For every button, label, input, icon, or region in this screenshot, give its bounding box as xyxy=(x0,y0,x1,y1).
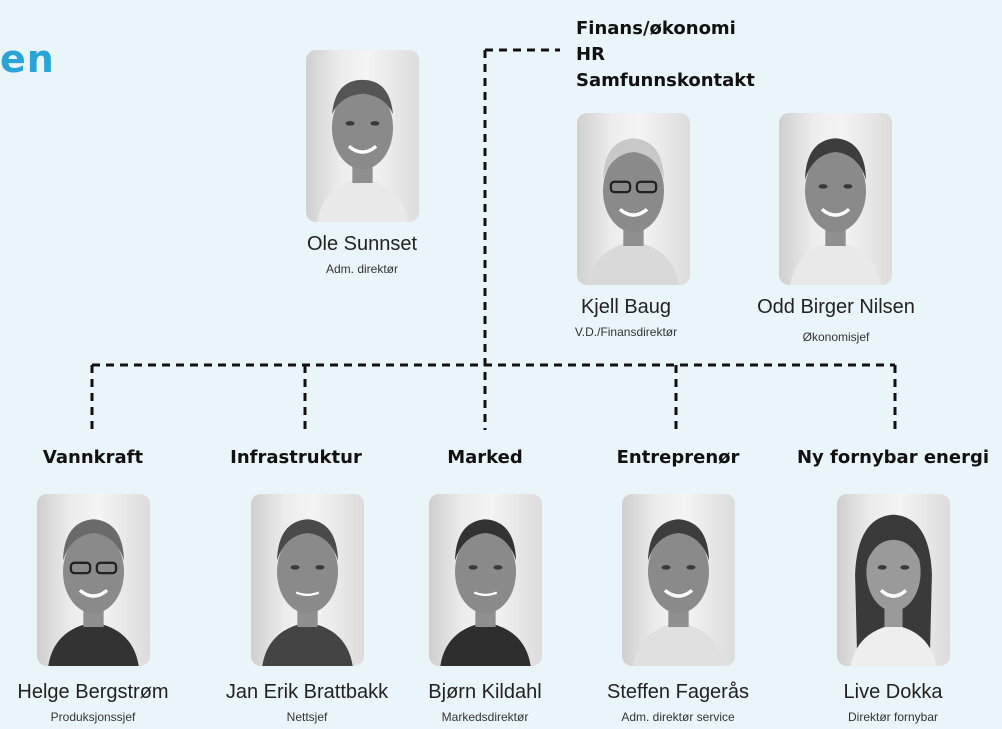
dept-portrait-helge-bergstrom xyxy=(37,494,150,666)
dept-label-marked: Marked xyxy=(447,447,523,468)
dept-name-live-dokka: Live Dokka xyxy=(843,681,943,703)
dept-name-helge-bergstrom: Helge Bergstrøm xyxy=(17,681,169,703)
staff-functions-list: Finans/økonomi HR Samfunnskontakt xyxy=(576,16,755,94)
staff-name-kjell-baug: Kjell Baug xyxy=(580,296,672,318)
dept-portrait-steffen-fageras xyxy=(622,494,735,666)
dept-portrait-jan-erik-brattbakk xyxy=(251,494,364,666)
staff-portrait-odd-birger-nilsen xyxy=(779,113,892,285)
staff-function-community: Samfunnskontakt xyxy=(576,70,755,91)
page-title: en xyxy=(0,37,55,81)
dept-role-bjorn-kildahl: Markedsdirektør xyxy=(441,710,529,724)
staff-name-odd-birger-nilsen: Odd Birger Nilsen xyxy=(757,296,915,318)
dept-label-entreprenor: Entreprenør xyxy=(616,447,740,468)
ceo-name: Ole Sunnset xyxy=(306,233,418,255)
dept-label-vannkraft: Vannkraft xyxy=(42,447,144,468)
dept-portrait-live-dokka xyxy=(837,494,950,666)
staff-portrait-kjell-baug xyxy=(577,113,690,285)
staff-role-odd-birger-nilsen: Økonomisjef xyxy=(802,330,870,344)
dept-label-infrastruktur: Infrastruktur xyxy=(230,447,362,468)
dept-role-helge-bergstrom: Produksjonssjef xyxy=(50,710,136,724)
dept-name-bjorn-kildahl: Bjørn Kildahl xyxy=(428,681,542,703)
dept-role-live-dokka: Direktør fornybar xyxy=(847,710,939,724)
dept-role-jan-erik-brattbakk: Nettsjef xyxy=(286,710,328,724)
ceo-portrait xyxy=(306,50,419,222)
dept-role-steffen-fageras: Adm. direktør service xyxy=(621,710,735,724)
dept-label-ny-fornybar-energi: Ny fornybar energi xyxy=(796,447,990,468)
staff-role-kjell-baug: V.D./Finansdirektør xyxy=(574,325,678,339)
dept-portrait-bjorn-kildahl xyxy=(429,494,542,666)
dept-name-jan-erik-brattbakk: Jan Erik Brattbakk xyxy=(225,681,389,703)
staff-function-hr: HR xyxy=(576,44,605,65)
dept-name-steffen-fageras: Steffen Fagerås xyxy=(607,681,749,703)
staff-function-finance: Finans/økonomi xyxy=(576,18,736,39)
ceo-role: Adm. direktør xyxy=(325,262,399,276)
